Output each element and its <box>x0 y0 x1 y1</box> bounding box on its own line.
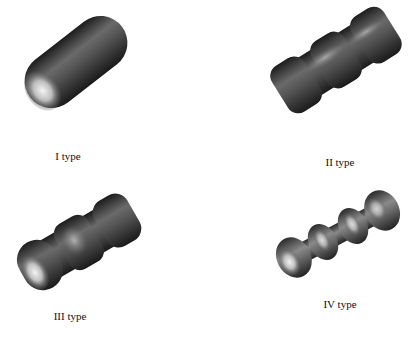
segmented-cylinder-shape <box>266 2 407 118</box>
type-label: IV type <box>323 298 356 310</box>
rounded-segmented-shape <box>10 188 147 297</box>
type-label: II type <box>325 156 354 168</box>
type-label: I type <box>55 150 80 162</box>
type-label: III type <box>54 310 87 322</box>
beaded-shape <box>269 184 407 284</box>
capsule-shape <box>12 5 138 120</box>
